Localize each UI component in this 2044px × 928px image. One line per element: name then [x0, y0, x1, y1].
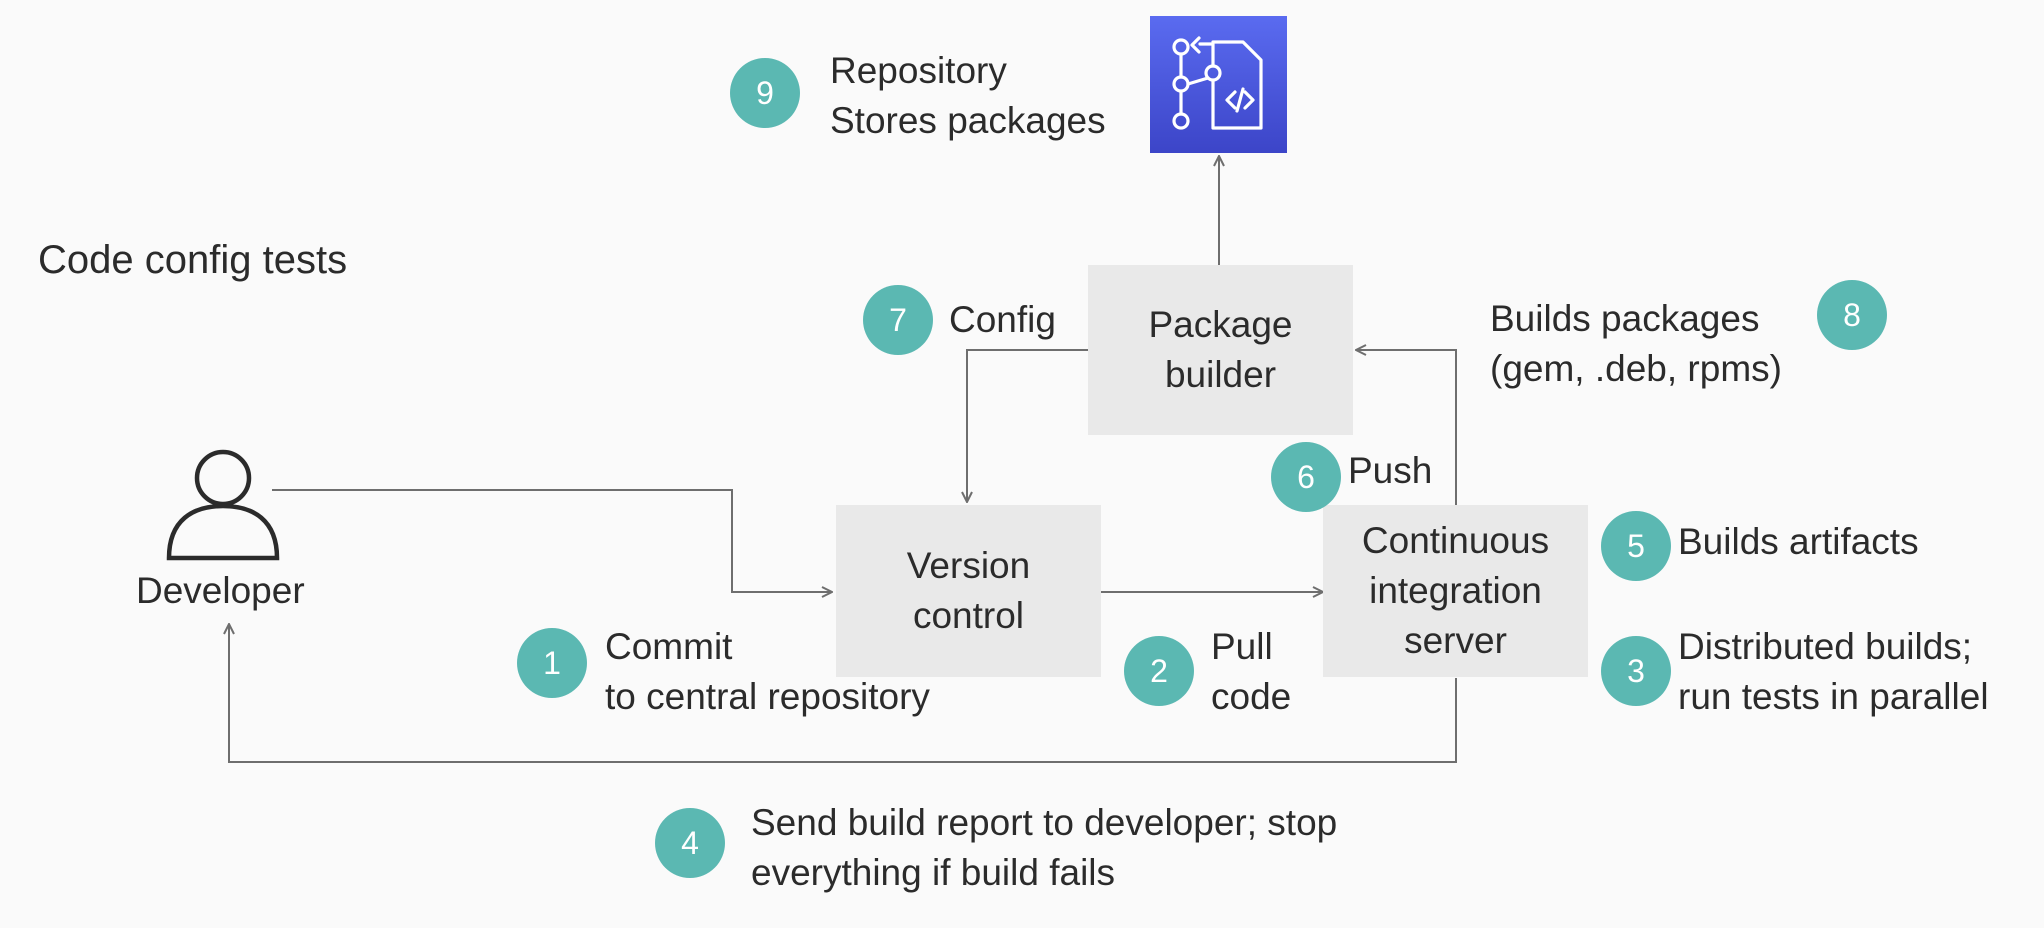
- step-6-label: Push: [1348, 446, 1432, 496]
- step-7-badge: 7: [863, 285, 933, 355]
- package-builder-box: Package builder: [1088, 265, 1353, 435]
- arrow-ci-to-developer: [229, 624, 1457, 763]
- step-2-badge: 2: [1124, 636, 1194, 706]
- step-3-badge: 3: [1601, 636, 1671, 706]
- code-repository-icon: [1172, 36, 1263, 130]
- step-5-label: Builds artifacts: [1678, 517, 1919, 567]
- ci-server-label-line-2: integration: [1369, 570, 1542, 611]
- package-builder-label-line-1: Package: [1148, 304, 1293, 345]
- step-4-line-1: Send build report to developer; stop: [751, 802, 1338, 843]
- repository-icon: [1150, 16, 1287, 153]
- page-title: Code config tests: [38, 238, 348, 282]
- ci-server-label-line-3: server: [1404, 620, 1507, 661]
- step-3-label: Distributed builds; run tests in paralle…: [1678, 622, 1989, 722]
- step-4-line-2: everything if build fails: [751, 852, 1116, 893]
- ci-server-box: Continuous integration server: [1323, 505, 1588, 677]
- step-8-line-1: Builds packages: [1490, 298, 1760, 339]
- step-2-label: Pull code: [1211, 622, 1291, 722]
- arrow-package-builder-to-version-control: [967, 349, 1088, 502]
- version-control-label-line-1: Version: [906, 545, 1031, 586]
- step-9-badge: 9: [730, 58, 800, 128]
- version-control-box: Version control: [836, 505, 1101, 677]
- step-7-line-1: Config: [949, 299, 1056, 340]
- step-2-line-2: code: [1211, 676, 1292, 717]
- step-1-line-1: Commit: [605, 626, 733, 667]
- step-6-badge: 6: [1271, 442, 1341, 512]
- step-1-line-2: to central repository: [605, 676, 930, 717]
- step-2-line-1: Pull: [1211, 626, 1273, 667]
- step-6-line-1: Push: [1348, 450, 1433, 491]
- step-5-badge: 5: [1601, 511, 1671, 581]
- ci-server-label-line-1: Continuous: [1361, 520, 1550, 561]
- step-3-line-2: run tests in parallel: [1678, 676, 1989, 717]
- step-8-badge: 8: [1817, 280, 1887, 350]
- step-4-label: Send build report to developer; stop eve…: [751, 798, 1337, 898]
- user-icon: [166, 449, 280, 561]
- version-control-label-line-2: control: [912, 595, 1025, 636]
- developer-label: Developer: [136, 570, 305, 611]
- step-8-line-2: (gem, .deb, rpms): [1490, 348, 1782, 389]
- step-1-label: Commit to central repository: [605, 622, 930, 722]
- step-3-line-1: Distributed builds;: [1678, 626, 1973, 667]
- step-5-line-1: Builds artifacts: [1678, 521, 1919, 562]
- step-9-line-2: Stores packages: [830, 100, 1106, 141]
- step-9-line-1: Repository: [830, 50, 1007, 91]
- step-8-label: Builds packages (gem, .deb, rpms): [1490, 294, 1782, 394]
- step-7-label: Config: [949, 295, 1056, 345]
- arrow-developer-to-version-control: [272, 489, 832, 592]
- step-1-badge: 1: [517, 628, 587, 698]
- arrow-ci-to-package-builder: [1356, 350, 1457, 505]
- step-9-label: Repository Stores packages: [830, 46, 1106, 146]
- step-4-badge: 4: [655, 808, 725, 878]
- package-builder-label-line-2: builder: [1164, 354, 1277, 395]
